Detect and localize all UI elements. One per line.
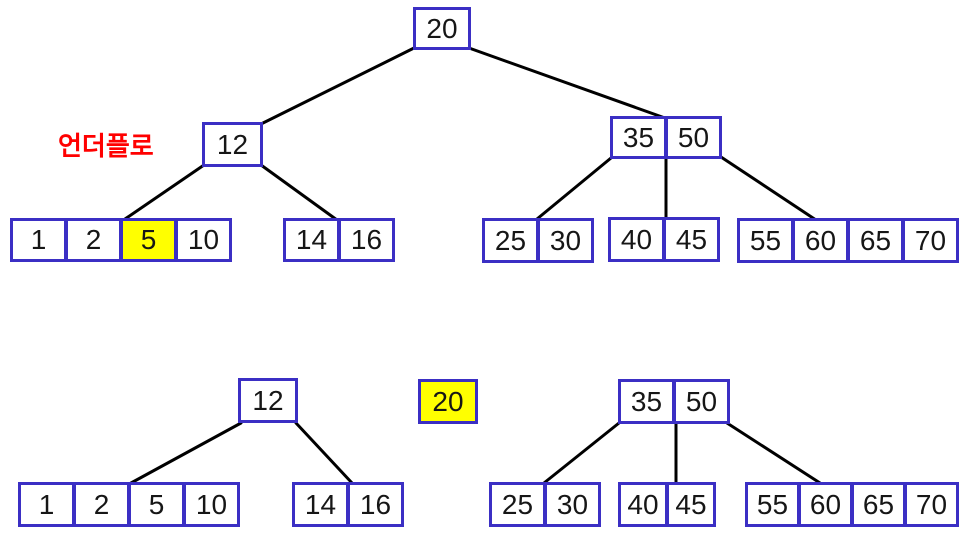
edge-3550-to-leaf5 xyxy=(719,155,818,222)
key-cell: 14 xyxy=(283,218,340,262)
key-cell: 65 xyxy=(847,218,904,263)
key-cell: 35 xyxy=(610,116,667,159)
key-cell: 2 xyxy=(73,482,130,527)
key-cell-highlighted: 20 xyxy=(418,379,478,424)
edge-12-to-leaf1 xyxy=(123,163,206,221)
leaf-node-25-30-after: 25 30 xyxy=(489,482,601,527)
key-cell: 16 xyxy=(347,482,404,527)
leaf-node-40-45-before: 40 45 xyxy=(608,217,720,262)
key-cell: 65 xyxy=(851,482,906,527)
key-cell: 20 xyxy=(413,7,471,50)
leaf-node-14-16-before: 14 16 xyxy=(283,218,395,262)
edge-3550-to-leaf3-after xyxy=(542,421,621,485)
key-cell: 55 xyxy=(737,218,794,263)
key-cell: 30 xyxy=(544,482,601,527)
edge-12-to-leaf2 xyxy=(259,163,339,222)
key-cell: 10 xyxy=(183,482,240,527)
root-node-before: 20 xyxy=(413,7,471,50)
key-cell: 12 xyxy=(238,378,298,423)
key-cell: 40 xyxy=(608,217,665,262)
key-cell: 70 xyxy=(904,482,959,527)
key-cell: 25 xyxy=(489,482,546,527)
edge-root-to-12 xyxy=(259,46,416,126)
key-cell: 14 xyxy=(292,482,349,527)
leaf-node-55-60-65-70-before: 55 60 65 70 xyxy=(737,218,959,263)
leaf-node-1-2-5-10-after: 1 2 5 10 xyxy=(18,482,240,527)
edge-3550-to-leaf5-after xyxy=(725,421,822,485)
key-cell: 70 xyxy=(902,218,959,263)
leaf-node-40-45-after: 40 45 xyxy=(618,482,716,527)
leaf-node-55-60-65-70-after: 55 60 65 70 xyxy=(745,482,959,527)
internal-node-12-after: 12 xyxy=(238,378,298,423)
internal-node-35-50-before: 35 50 xyxy=(610,116,722,159)
key-cell: 25 xyxy=(482,218,539,263)
key-cell: 5 xyxy=(128,482,185,527)
internal-node-12-before: 12 xyxy=(202,122,263,167)
edge-12-to-leaf2-after xyxy=(294,421,354,485)
key-cell: 60 xyxy=(792,218,849,263)
edge-12-to-leaf1-after xyxy=(129,421,243,485)
key-cell: 45 xyxy=(666,482,716,527)
key-cell: 45 xyxy=(663,217,720,262)
key-cell: 16 xyxy=(338,218,395,262)
key-cell: 2 xyxy=(65,218,122,262)
key-cell: 1 xyxy=(18,482,75,527)
leaf-node-25-30-before: 25 30 xyxy=(482,218,594,263)
key-cell: 55 xyxy=(745,482,800,527)
edge-root-to-3550 xyxy=(467,46,667,120)
detached-node-20-after: 20 xyxy=(418,379,478,424)
key-cell: 40 xyxy=(618,482,668,527)
underflow-label: 언더플로 xyxy=(58,131,154,161)
key-cell-highlighted: 5 xyxy=(120,218,177,262)
leaf-node-1-2-5-10-before: 1 2 5 10 xyxy=(10,218,232,262)
edge-3550-to-leaf3 xyxy=(535,156,613,221)
internal-node-35-50-after: 35 50 xyxy=(618,379,730,424)
key-cell: 60 xyxy=(798,482,853,527)
key-cell: 10 xyxy=(175,218,232,262)
key-cell: 1 xyxy=(10,218,67,262)
key-cell: 50 xyxy=(665,116,722,159)
key-cell: 30 xyxy=(537,218,594,263)
leaf-node-14-16-after: 14 16 xyxy=(292,482,404,527)
key-cell: 35 xyxy=(618,379,675,424)
key-cell: 50 xyxy=(673,379,730,424)
key-cell: 12 xyxy=(202,122,263,167)
